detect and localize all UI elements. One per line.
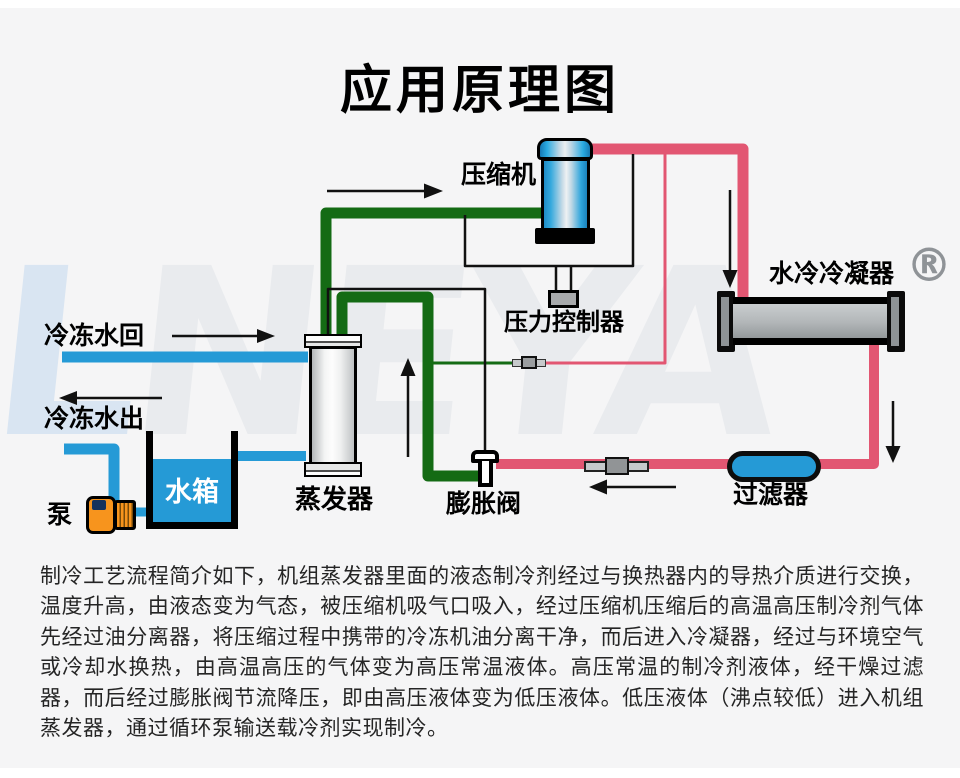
- evaporator-label: 蒸发器: [295, 485, 374, 515]
- pressure-sensing-line: [463, 154, 635, 268]
- page-title: 应用原理图: [339, 61, 620, 121]
- arrow-down-icon: [722, 270, 738, 288]
- bypass-line-pink-segment: [543, 151, 667, 365]
- valve-bulb-line: [326, 287, 487, 451]
- compressor-label: 压缩机: [461, 160, 537, 189]
- suction-pipe-green: [320, 207, 542, 341]
- pressure-controller-label: 压力控制器: [504, 308, 624, 336]
- pump-terminal: [92, 500, 106, 510]
- drier-flange-right: [626, 461, 649, 472]
- expansion-valve-label: 膨胀阀: [446, 489, 522, 518]
- arrow-left-icon: [589, 479, 607, 495]
- filter-label: 过滤器: [733, 480, 809, 509]
- chilled-water-out-label: 冷冻水出: [44, 404, 145, 433]
- condenser-cap-stripe: [891, 297, 899, 346]
- arrow-left-icon: [59, 391, 77, 405]
- registered-trademark: ®: [906, 238, 952, 292]
- valve-to-evaporator-pipe-green: [336, 291, 484, 482]
- process-description: 制冷工艺流程简介如下，机组蒸发器里面的液态制冷剂经过与换热器内的导热介质进行交换…: [40, 564, 924, 741]
- compressor-cap: [537, 138, 593, 160]
- evaporator-body: [309, 346, 357, 466]
- arrow-up-icon: [400, 358, 416, 376]
- compressor-body: [541, 158, 590, 232]
- compressor-base: [535, 228, 595, 244]
- condenser-body: [733, 297, 889, 345]
- pressure-controller-box: [548, 290, 579, 308]
- tank-water: [153, 459, 231, 522]
- flow-arrows: [59, 183, 901, 495]
- arrow-right-icon: [424, 183, 443, 199]
- condenser-right-cap: [887, 291, 905, 352]
- pump-motor-ribs: [114, 500, 136, 530]
- drier-body: [605, 457, 629, 475]
- chilled-water-return-label: 冷冻水回: [44, 321, 145, 350]
- pump-label: 泵: [47, 500, 73, 529]
- liquid-pipe-red: [496, 341, 879, 469]
- water-tank: [146, 431, 238, 529]
- drier-flange-left: [584, 461, 607, 472]
- filter-pill: [727, 451, 821, 482]
- evaporator-bottom-flange: [304, 462, 362, 477]
- water-tank-label: 水箱: [165, 477, 219, 508]
- bottom-white-strip: [0, 768, 960, 778]
- arrow-down-icon: [885, 446, 901, 463]
- chilled-water-out-pipe: [64, 443, 120, 507]
- arrow-right-icon: [257, 329, 275, 343]
- expansion-valve-stem: [478, 461, 493, 487]
- condenser-label: 水冷冷凝器: [769, 259, 895, 288]
- condenser-cap-stripe: [721, 297, 729, 346]
- top-white-strip: [0, 0, 960, 8]
- condenser-left-cap: [717, 291, 735, 352]
- discharge-pipe-red: [590, 143, 749, 301]
- connector-body: [521, 356, 537, 369]
- connector-end-right: [536, 359, 546, 367]
